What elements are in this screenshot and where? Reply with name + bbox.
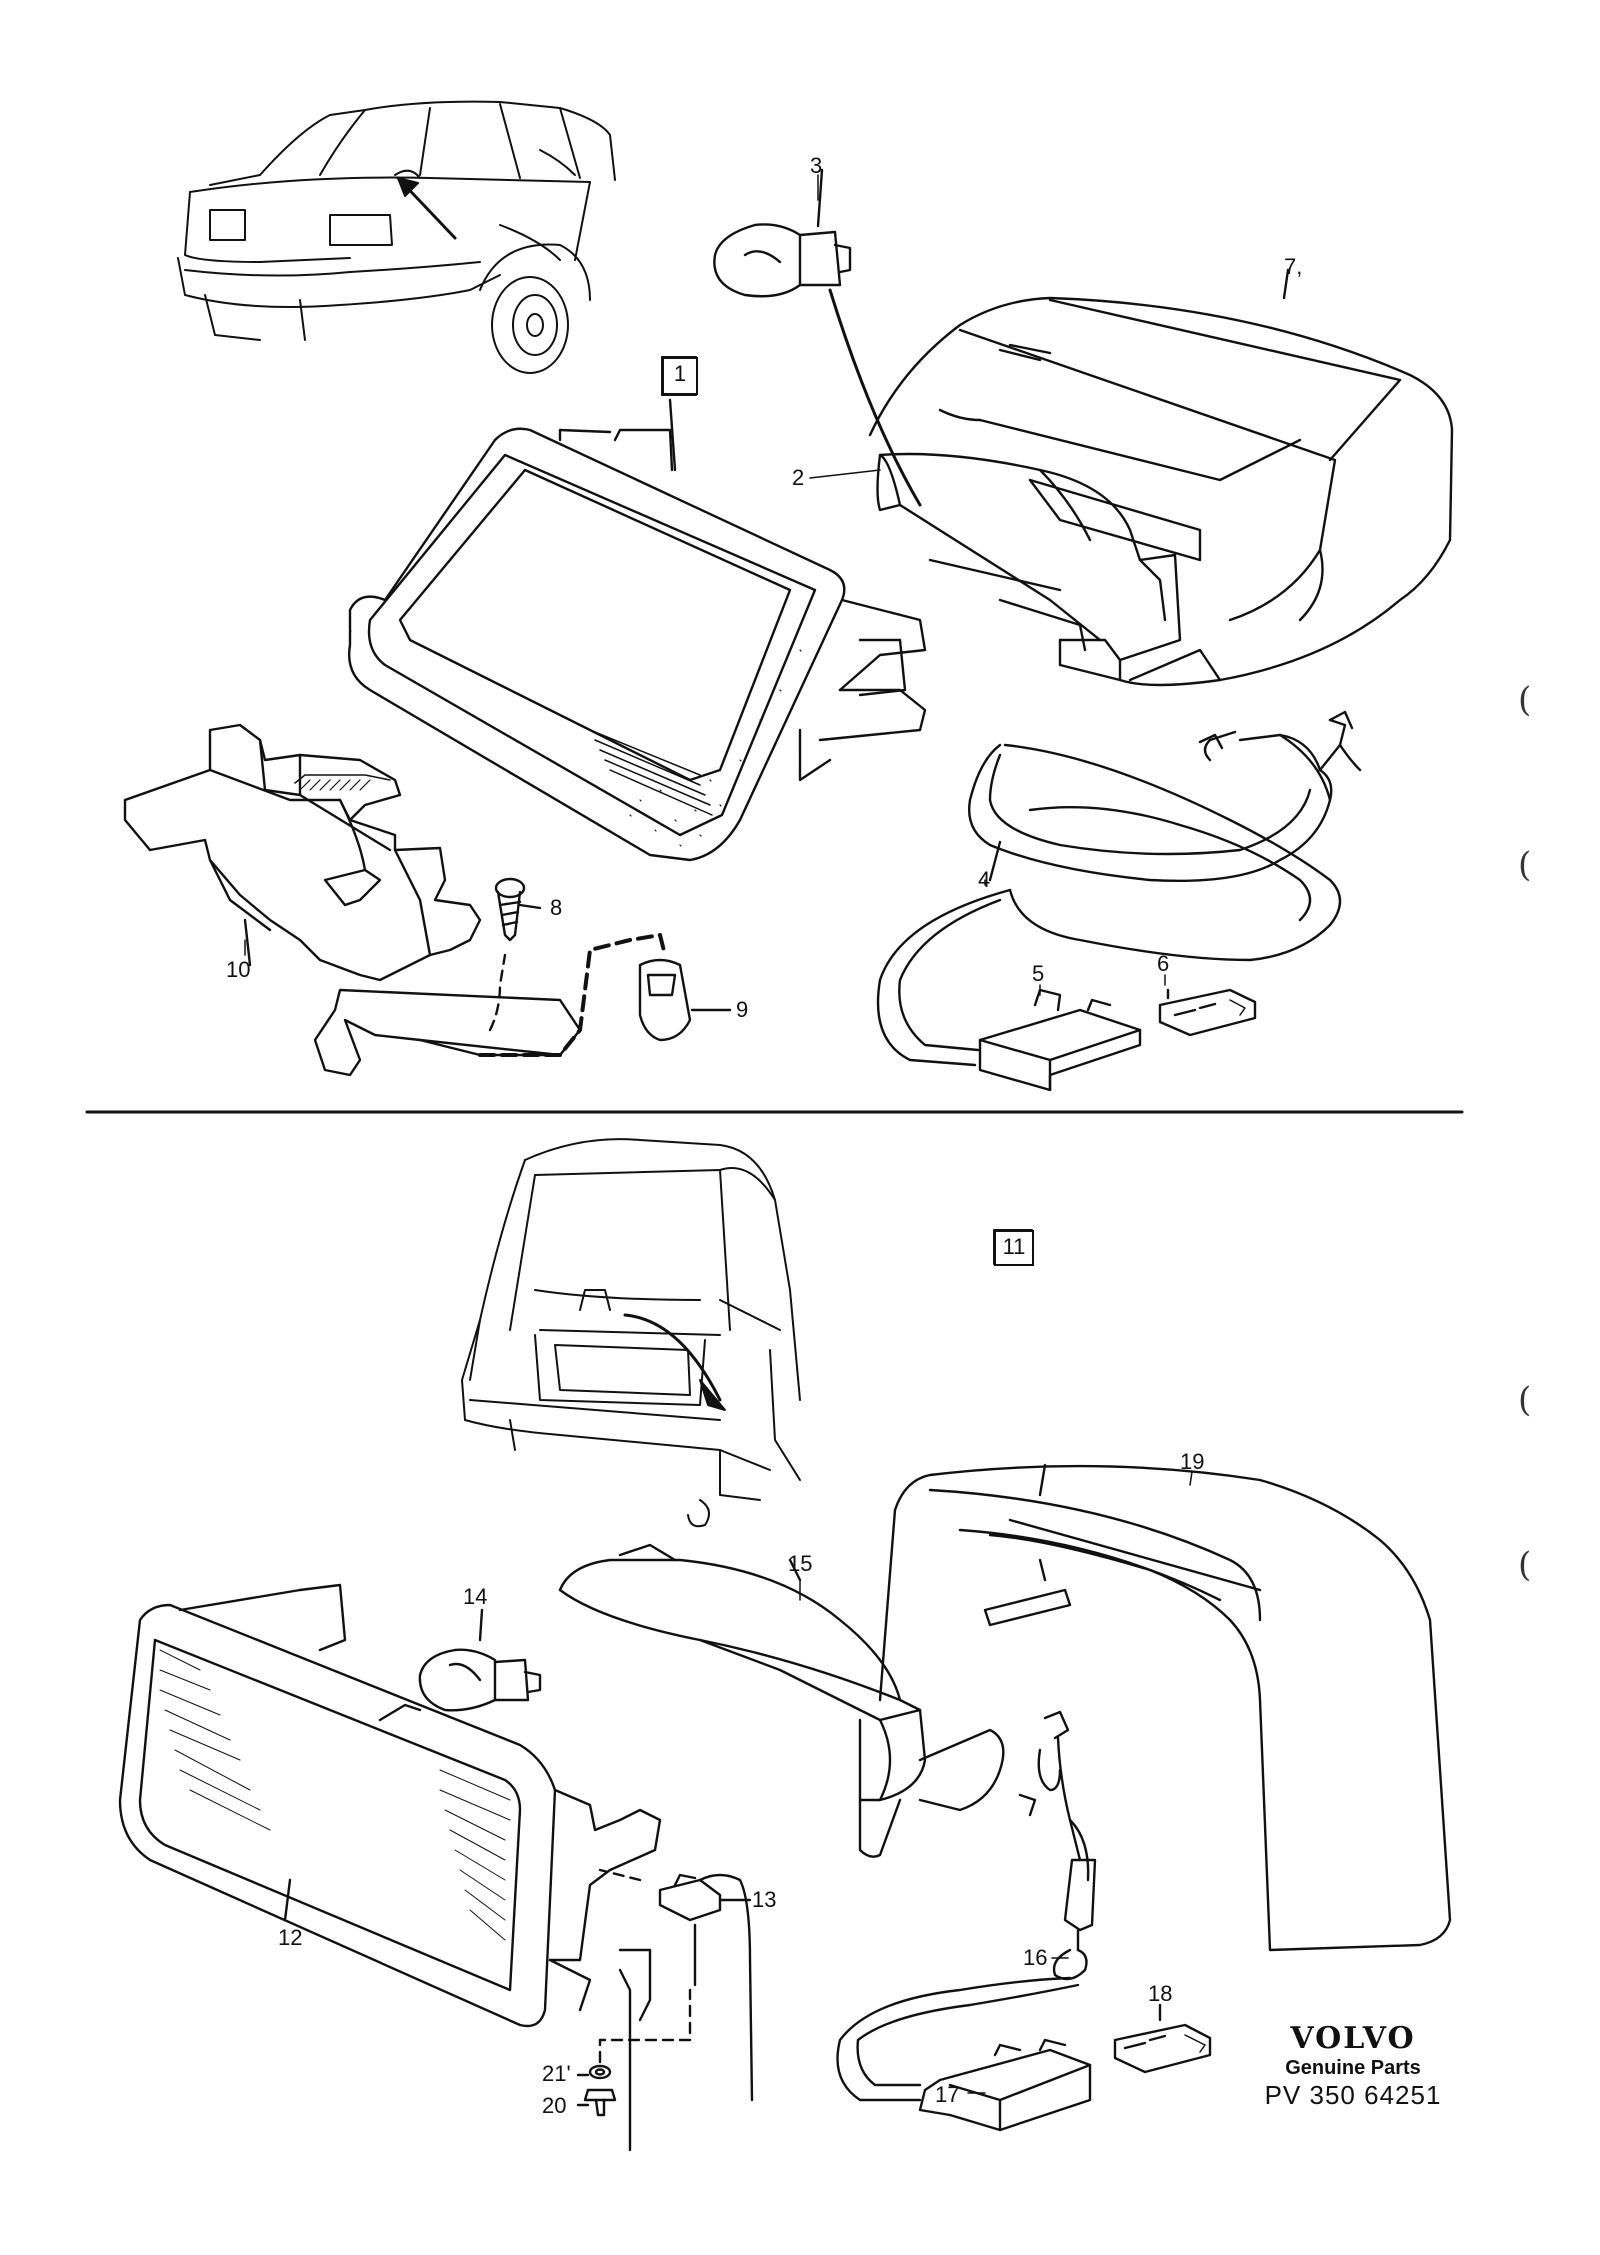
margin-mark: ( <box>1518 1380 1532 1420</box>
callout-10: 10 <box>226 957 251 982</box>
margin-mark: ( <box>1518 1545 1532 1585</box>
fastener-parts-20-21 <box>576 1948 692 2152</box>
harness-part-16 <box>836 1710 1097 2102</box>
clip-part-9 <box>478 933 732 1057</box>
wagon-location-sketch <box>461 1138 801 1528</box>
bracket-part-10 <box>123 723 582 1077</box>
callout-15: 15 <box>788 1551 813 1576</box>
callout-6: 6 <box>1157 951 1170 976</box>
brand-subtitle: Genuine Parts <box>1285 2057 1421 2079</box>
callout-12: 12 <box>278 1925 303 1950</box>
lamp-part-12 <box>118 1583 662 2028</box>
callout-20: 20 <box>542 2093 567 2118</box>
callout-19: 19 <box>1180 1449 1205 1474</box>
callout-14: 14 <box>463 1584 488 1609</box>
callout-16: 16 <box>1023 1945 1048 1970</box>
leader-lines-lower <box>799 1471 1193 2094</box>
leader-lines-upper <box>244 174 1166 996</box>
connector-part-17 <box>918 2038 1092 2132</box>
lamp-stipple <box>349 629 802 847</box>
brand-block: VOLVO Genuine Parts PV 350 64251 <box>1238 2021 1468 2111</box>
group-label-lower: 11 <box>994 1230 1034 1266</box>
margin-mark: ( <box>1518 680 1532 720</box>
callout-21: 21' <box>542 2061 571 2086</box>
callout-2: 2 <box>792 465 805 490</box>
callout-18: 18 <box>1148 1981 1173 2006</box>
callout-3: 3 <box>810 153 823 178</box>
sedan-location-sketch <box>177 100 616 374</box>
reflector-part-15 <box>558 1543 1005 1858</box>
part-sheet-code: PV 350 64251 <box>1264 2080 1442 2110</box>
clip-part-13 <box>598 1868 754 2102</box>
bulb-part-14 <box>418 1608 542 1712</box>
connector-part-5 <box>978 988 1142 1092</box>
callout-13: 13 <box>752 1887 777 1912</box>
callout-7: 7, <box>1284 254 1303 279</box>
cover-part-7 <box>868 268 1454 687</box>
lamp-12-texture <box>159 1649 511 1941</box>
callout-9: 9 <box>736 997 749 1022</box>
harness-part-4 <box>876 710 1362 1067</box>
bulb-holder-part-2 <box>876 452 1182 682</box>
volvo-logo: VOLVO <box>1290 2021 1416 2056</box>
screw-part-8 <box>488 877 542 1032</box>
callout-4: 4 <box>978 867 991 892</box>
callout-5: 5 <box>1032 961 1045 986</box>
connector-part-18 <box>1113 2003 1212 2074</box>
lamp-part-1 <box>348 398 927 862</box>
bulb-part-3 <box>713 168 852 298</box>
margin-mark: ( <box>1518 845 1532 885</box>
bulb-to-holder-arrow <box>828 288 922 507</box>
callout-8: 8 <box>550 895 563 920</box>
cover-part-19 <box>878 1463 1452 1952</box>
connector-part-6 <box>1158 988 1257 1037</box>
callout-17: 17 <box>935 2082 960 2107</box>
group-label-upper: 1 <box>662 357 698 395</box>
